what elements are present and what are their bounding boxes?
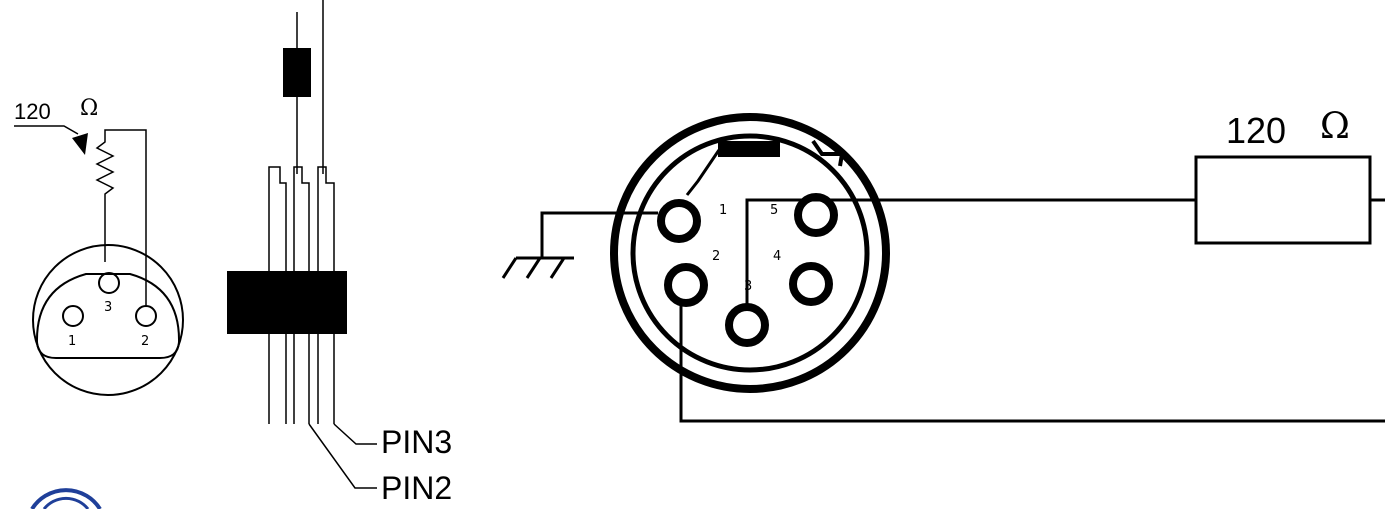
pin2-return-wire — [679, 303, 1385, 423]
right-pin-5 — [794, 193, 838, 237]
left-resistor-value: 120 — [14, 99, 51, 124]
right-pin-label-5: 5 — [770, 203, 778, 218]
pin3-leader — [333, 423, 377, 445]
conductor-b — [293, 166, 310, 424]
pin2-leader — [308, 423, 377, 489]
left-resistor-unit: Ω — [80, 96, 98, 121]
left-connector-insert — [35, 273, 181, 359]
pin3-to-resistor-wire — [745, 198, 1196, 307]
left-pin-label-3: 3 — [104, 300, 112, 315]
pin1-to-key-wire — [685, 149, 721, 196]
left-pin-1 — [62, 305, 84, 327]
right-pin-2 — [664, 263, 708, 307]
left-xlr-terminator: 120 Ω 1 2 3 — [14, 96, 184, 396]
cable-sleeve-small — [283, 48, 311, 97]
pin2-label: PIN2 — [381, 470, 452, 506]
right-pin-1 — [657, 199, 701, 243]
cable-sleeve-large — [227, 271, 347, 334]
right-pin-label-1: 1 — [719, 203, 727, 218]
left-pin-3 — [98, 272, 120, 294]
brand-logo-inner-icon — [42, 496, 90, 509]
left-resistor-zigzag — [95, 136, 115, 262]
shell-tab — [811, 139, 845, 167]
brand-logo-icon — [30, 488, 102, 509]
right-resistor-value: 120 — [1226, 110, 1286, 151]
right-pin-label-4: 4 — [773, 249, 781, 264]
right-resistor-box — [1194, 155, 1372, 245]
left-resistor-return-wire — [104, 129, 147, 306]
left-resistor-leader — [14, 125, 79, 135]
right-pin-label-2: 2 — [712, 249, 720, 264]
right-dmx-terminator: 1 2 3 4 5 120 Ω — [501, 106, 1385, 423]
conductor-c — [317, 166, 335, 424]
connector-key — [718, 141, 780, 157]
left-connector-outer-ring — [32, 244, 184, 396]
left-resistor-arrow-icon — [72, 133, 88, 155]
left-pin-label-1: 1 — [68, 334, 76, 349]
right-pin-3 — [725, 303, 769, 347]
conductor-a — [268, 166, 287, 424]
right-connector-inner-ring — [630, 133, 870, 373]
pin3-label: PIN3 — [381, 424, 452, 460]
right-resistor-unit: Ω — [1320, 106, 1350, 147]
right-connector-outer-ring — [610, 113, 890, 393]
left-pin-label-2: 2 — [141, 334, 149, 349]
middle-cable-detail: PIN3 PIN2 — [227, 0, 452, 506]
right-pin-4 — [789, 262, 833, 306]
left-pin-2 — [135, 305, 157, 327]
